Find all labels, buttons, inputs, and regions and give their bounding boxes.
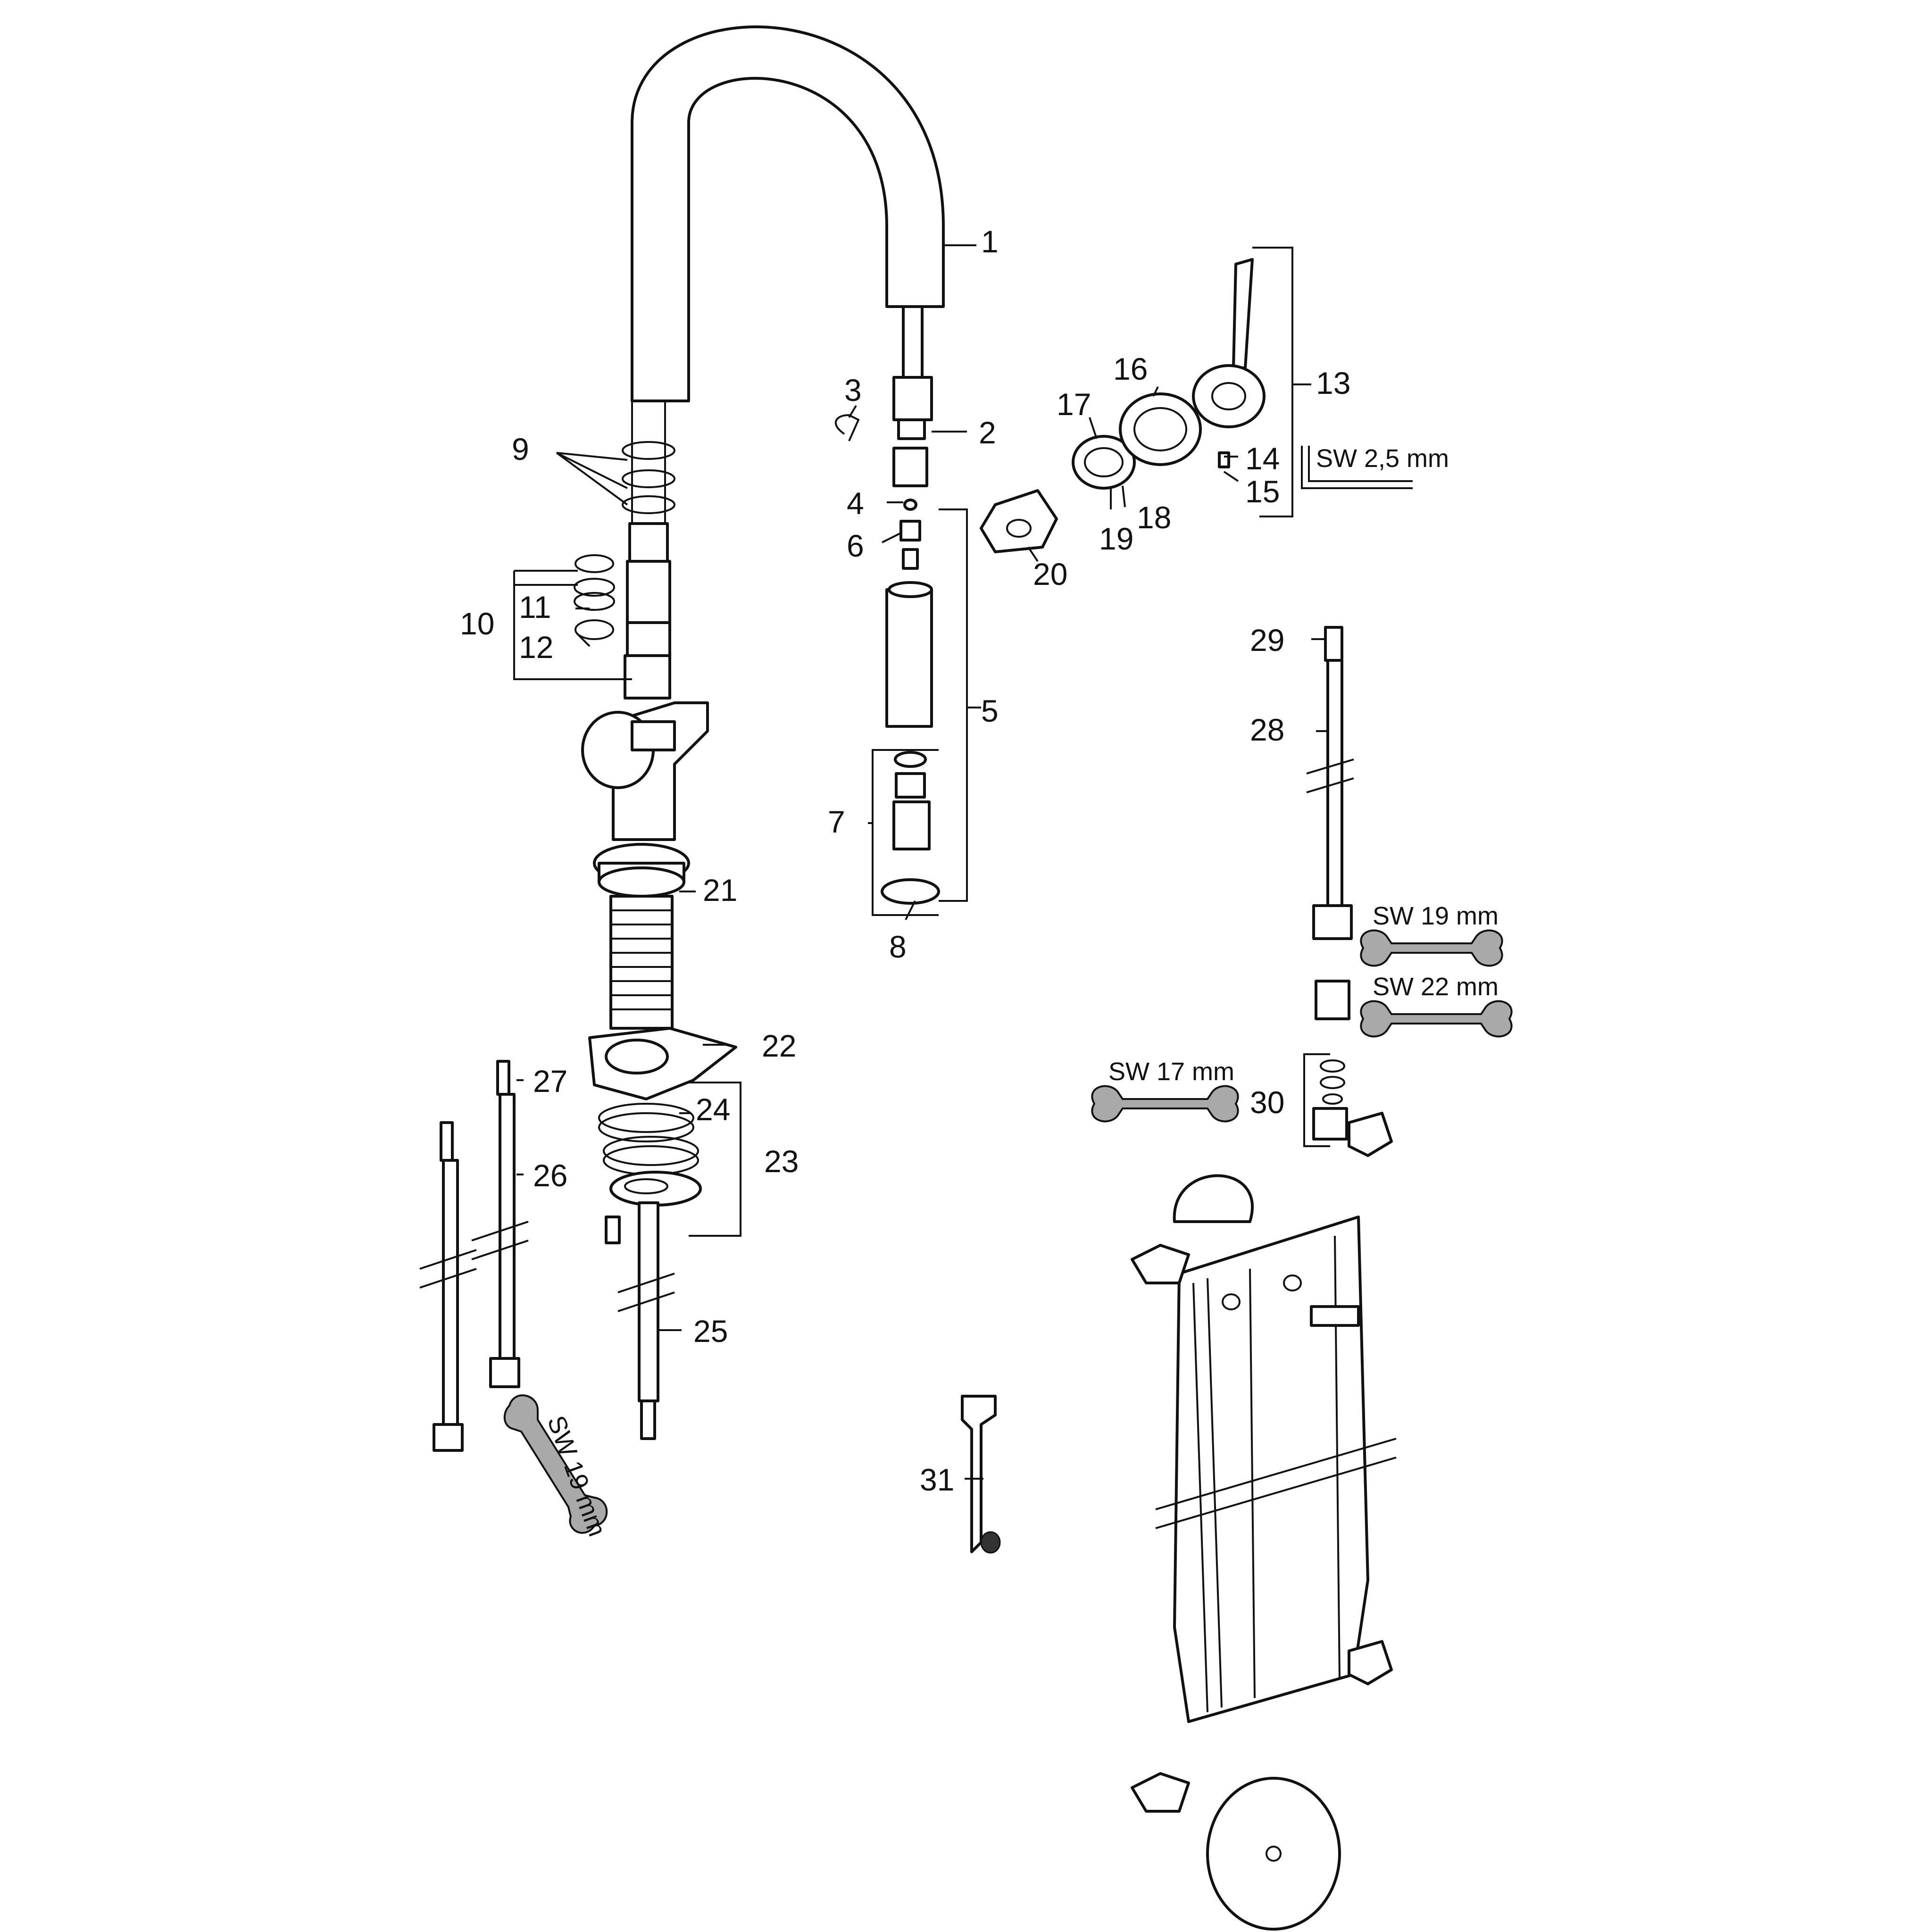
label-15: 15 <box>1245 474 1280 509</box>
label-24: 24 <box>696 1092 730 1127</box>
label-11: 11 <box>519 590 551 625</box>
label-20: 20 <box>1033 557 1067 591</box>
label-29: 29 <box>1250 623 1284 658</box>
label-10: 10 <box>460 606 494 641</box>
hose-clip <box>961 1395 1001 1554</box>
group-brackets <box>513 247 1330 1237</box>
label-31: 31 <box>920 1462 954 1497</box>
cartridge-handle-parts <box>980 258 1266 553</box>
label-27: 27 <box>533 1064 567 1099</box>
label-sw-2-5: SW 2,5 mm <box>1316 444 1449 473</box>
supply-hoses-left <box>433 1060 520 1452</box>
label-26: 26 <box>533 1158 567 1193</box>
supply-hose-right <box>1312 626 1353 1141</box>
label-5: 5 <box>981 693 999 728</box>
label-30: 30 <box>1250 1085 1284 1120</box>
label-9: 9 <box>512 432 529 466</box>
faucet-body <box>581 701 709 898</box>
label-28: 28 <box>1250 712 1284 747</box>
label-16: 16 <box>1113 351 1148 386</box>
label-18: 18 <box>1137 500 1171 535</box>
label-3: 3 <box>844 373 862 408</box>
mounting-profile <box>1131 1112 1393 1931</box>
label-17: 17 <box>1057 387 1091 422</box>
open-end-wrench-icon <box>1091 1085 1239 1123</box>
label-25: 25 <box>693 1314 728 1349</box>
mounting-plate <box>588 1027 737 1100</box>
part-labels: 1 2 3 4 5 6 7 8 9 10 11 12 13 14 15 16 1… <box>460 224 1350 1497</box>
label-12: 12 <box>519 630 553 665</box>
label-4: 4 <box>847 486 864 521</box>
label-1: 1 <box>981 224 999 259</box>
label-19: 19 <box>1099 521 1133 556</box>
washer-set <box>598 1103 702 1244</box>
label-sw-17: SW 17 mm <box>1108 1058 1234 1086</box>
open-end-wrench-icon <box>1360 929 1503 967</box>
open-end-wrench-icon <box>1360 1000 1513 1038</box>
threaded-shank <box>609 895 674 1030</box>
label-6: 6 <box>847 528 864 563</box>
mounting-rod <box>638 1201 659 1440</box>
spray-head-parts <box>834 414 940 905</box>
spout-part <box>631 25 945 440</box>
label-sw-19-right: SW 19 mm <box>1373 902 1499 930</box>
label-22: 22 <box>762 1028 796 1063</box>
label-7: 7 <box>828 804 845 839</box>
open-end-wrench-icon <box>503 1394 608 1534</box>
column-parts <box>574 400 675 700</box>
label-sw-22: SW 22 mm <box>1373 973 1499 1001</box>
label-23: 23 <box>764 1144 799 1179</box>
hex-key-icon <box>1301 446 1413 489</box>
label-13: 13 <box>1316 366 1350 400</box>
leader-lines <box>516 244 1328 1480</box>
label-14: 14 <box>1245 441 1280 476</box>
label-2: 2 <box>979 415 996 450</box>
label-21: 21 <box>703 873 737 908</box>
break-marks <box>419 758 1397 1529</box>
label-8: 8 <box>889 929 907 964</box>
